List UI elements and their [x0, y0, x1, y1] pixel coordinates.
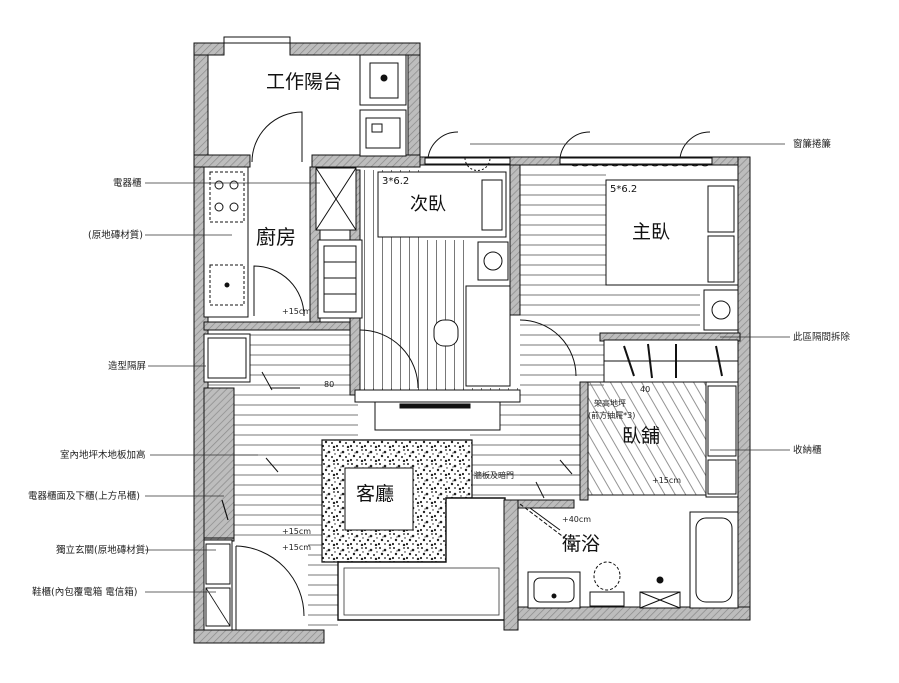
kitchen-area — [203, 166, 363, 383]
annotation-kitchen-floor: (原地磚材質) — [88, 229, 143, 241]
bed-area — [587, 381, 739, 498]
bathroom-sink — [527, 571, 581, 609]
annotation-appliance-counter: 電器櫃面及下櫃(上方吊櫃) — [28, 490, 140, 502]
toilet — [593, 561, 621, 591]
sofa — [337, 497, 506, 621]
dimension-40cm: +40cm — [562, 515, 591, 524]
leader-lines — [145, 143, 790, 593]
second-bedroom-area — [354, 171, 521, 431]
dimension-arrows — [261, 371, 573, 499]
bathtub — [689, 511, 739, 609]
annotation-bed-note-1: 架高地坪 — [594, 398, 626, 408]
rug-inner-panel — [344, 467, 414, 531]
entry-area — [203, 499, 305, 631]
annotation-appliance-cabinet: 電器櫃 — [113, 177, 142, 189]
kitchen-label: 廚房 — [256, 225, 296, 249]
second-bedroom-desk — [465, 285, 511, 387]
balcony-area — [251, 54, 407, 163]
living-room-label: 客廳 — [356, 483, 394, 505]
annotation-curtain-box: 窗簾捲簾 — [793, 138, 832, 150]
windows — [424, 131, 713, 171]
annotation-indoor-floor: 室內地坪木地板加高 — [60, 449, 146, 461]
bed-area-label: 臥舖 — [622, 425, 660, 447]
storage-cabinet — [705, 381, 739, 498]
second-bedroom-label: 次臥 — [410, 194, 446, 215]
annotation-wall-door: 牆板及暗門 — [474, 470, 514, 480]
toilet-tank — [589, 591, 625, 607]
dimension-40: 40 — [640, 385, 650, 394]
second-bed — [377, 171, 507, 238]
dimension-15cm-entry: +15cm — [282, 543, 311, 552]
master-bedroom-area — [519, 179, 739, 383]
annotation-shoe-cabinet: 鞋櫃(內包覆電箱 電信箱) — [32, 586, 137, 598]
dimension-15cm-bed: +15cm — [652, 476, 681, 485]
master-bedroom-label: 主臥 — [632, 221, 670, 243]
master-bedroom-size: 5*6.2 — [610, 184, 637, 195]
stove — [209, 171, 245, 223]
bathroom-label: 衛浴 — [562, 533, 600, 555]
annotation-storage-cabinet: 收納櫃 — [793, 444, 822, 456]
dimension-15cm-kitchen: +15cm — [282, 307, 311, 316]
feature-screen — [203, 333, 251, 383]
dimension-15cm-living: +15cm — [282, 527, 311, 536]
dimension-80: 80 — [324, 380, 334, 389]
bathroom-area — [519, 503, 739, 609]
nightstand — [703, 289, 739, 331]
annotation-entry-floor: 獨立玄關(原地磚材質) — [56, 544, 149, 556]
dryer — [359, 109, 407, 157]
annotation-bed-note-2: (前方抽屜*3) — [588, 410, 635, 420]
fridge — [317, 239, 363, 319]
shoe-cabinet — [203, 539, 233, 631]
annotation-feature-screen: 造型隔屏 — [108, 360, 146, 372]
chair — [433, 319, 459, 347]
second-bedroom-size: 3*6.2 — [382, 176, 409, 187]
balcony-label: 工作陽台 — [266, 71, 342, 93]
annotation-wall-removed: 此區隔間拆除 — [793, 331, 851, 343]
